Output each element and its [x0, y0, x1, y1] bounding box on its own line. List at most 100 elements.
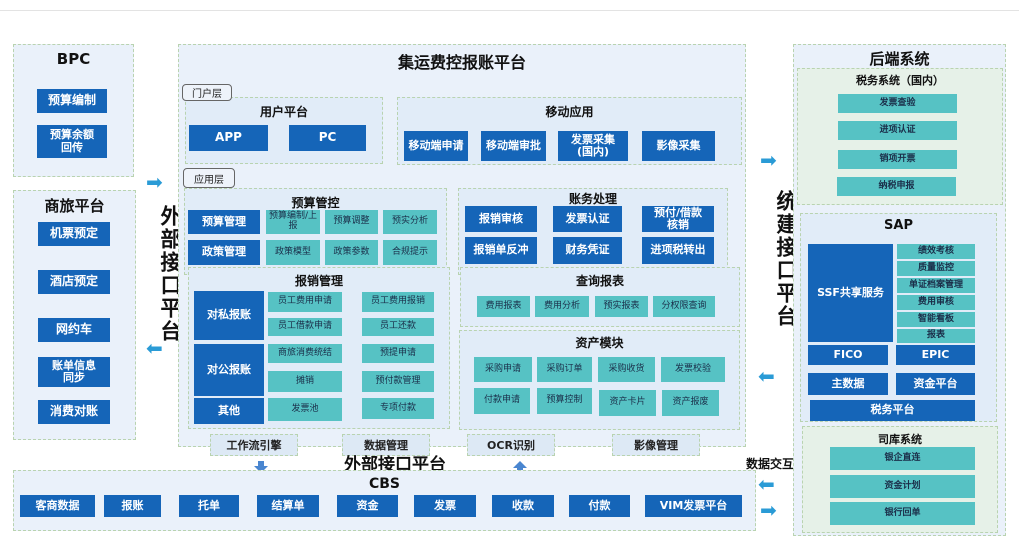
asset-item[interactable]: 预算控制	[537, 388, 592, 414]
cbs-item[interactable]: 资金	[337, 495, 398, 517]
travel-item[interactable]: 账单信息同步	[38, 357, 110, 387]
reimburse-item[interactable]: 商旅消费统结	[268, 344, 342, 363]
treasury-title: 司库系统	[878, 433, 922, 446]
workflow-engine[interactable]: 工作流引擎	[210, 434, 298, 456]
accounting-item[interactable]: 预付/借款核销	[642, 206, 714, 232]
reimburse-item[interactable]: 摊销	[268, 371, 342, 392]
asset-item[interactable]: 资产卡片	[599, 390, 656, 416]
cbs-item[interactable]: 报账	[104, 495, 161, 517]
ocr-recognition[interactable]: OCR识别	[467, 434, 555, 456]
fico-module[interactable]: FICO	[808, 345, 888, 365]
reimburse-group[interactable]: 对私报账	[194, 291, 264, 340]
master-data-module[interactable]: 主数据	[808, 373, 888, 395]
arrow-up-icon	[513, 458, 527, 473]
tax-item[interactable]: 销项开票	[838, 150, 957, 169]
travel-item[interactable]: 网约车	[38, 318, 110, 342]
arrow-right-icon: ➡	[146, 170, 163, 194]
mobile-item[interactable]: 影像采集	[642, 131, 715, 161]
cbs-item[interactable]: 付款	[569, 495, 630, 517]
pc-button[interactable]: PC	[289, 125, 366, 151]
reimburse-item[interactable]: 预付款管理	[362, 371, 434, 392]
cbs-item[interactable]: 结算单	[257, 495, 319, 517]
accounting-item[interactable]: 财务凭证	[553, 237, 622, 264]
ssf-item[interactable]: 智能看板	[897, 312, 975, 327]
tax-item[interactable]: 纳税申报	[837, 177, 956, 196]
asset-title: 资产模块	[575, 336, 624, 350]
app-button[interactable]: APP	[189, 125, 268, 151]
treasury-item[interactable]: 银企直连	[830, 447, 975, 470]
asset-item[interactable]: 采购收货	[598, 357, 655, 382]
ssf-item[interactable]: 质量监控	[897, 261, 975, 276]
data-management[interactable]: 数据管理	[342, 434, 430, 456]
ssf-item[interactable]: 绩效考核	[897, 244, 975, 259]
accounting-item[interactable]: 发票认证	[553, 206, 622, 232]
budget-item[interactable]: 预算编制/上报	[266, 210, 320, 234]
ssf-shared-service[interactable]: SSF共享服务	[808, 244, 893, 342]
asset-item[interactable]: 付款申请	[474, 388, 530, 414]
travel-item[interactable]: 消费对账	[38, 400, 110, 424]
reimburse-group[interactable]: 对公报账	[194, 344, 264, 396]
asset-item[interactable]: 采购申请	[474, 357, 532, 382]
asset-item[interactable]: 发票校验	[661, 357, 725, 382]
arrow-down-icon	[254, 458, 268, 473]
query-item[interactable]: 预实报表	[595, 296, 648, 317]
travel-item[interactable]: 酒店预定	[38, 270, 110, 294]
reimburse-item[interactable]: 员工费用申请	[268, 292, 342, 312]
cbs-item[interactable]: VIM发票平台	[645, 495, 742, 517]
tax-item[interactable]: 进项认证	[838, 121, 957, 140]
bpc-item[interactable]: 预算编制	[37, 89, 107, 113]
portal-layer-label: 门户层	[182, 84, 232, 101]
asset-item[interactable]: 采购订单	[537, 357, 592, 382]
image-management[interactable]: 影像管理	[612, 434, 700, 456]
accounting-item[interactable]: 进项税转出	[642, 237, 714, 264]
cbs-item[interactable]: 收款	[492, 495, 554, 517]
budget-item[interactable]: 政策管理	[188, 240, 260, 265]
bpc-item[interactable]: 预算余额回传	[37, 125, 107, 158]
tax-system-title: 税务系统（国内）	[856, 74, 944, 87]
query-item[interactable]: 分权限查询	[653, 296, 715, 317]
tax-item[interactable]: 发票查验	[838, 94, 957, 113]
reimburse-item[interactable]: 预提申请	[362, 344, 434, 363]
accounting-item[interactable]: 报销单反冲	[465, 237, 537, 264]
cbs-item[interactable]: 客商数据	[20, 495, 95, 517]
fund-platform-module[interactable]: 资金平台	[896, 373, 975, 395]
arrow-left-icon: ⬅	[146, 336, 163, 360]
reimburse-item[interactable]: 员工还款	[362, 318, 434, 336]
budget-item[interactable]: 政策模型	[266, 240, 320, 265]
travel-item[interactable]: 机票预定	[38, 222, 110, 246]
travel-title: 商旅平台	[44, 197, 105, 215]
cbs-item[interactable]: 发票	[414, 495, 476, 517]
reimburse-title: 报销管理	[294, 274, 343, 288]
main-title: 集运费控报账平台	[397, 53, 526, 72]
epic-module[interactable]: EPIC	[896, 345, 975, 365]
tax-platform-module[interactable]: 税务平台	[810, 400, 975, 421]
ssf-item[interactable]: 费用审核	[897, 295, 975, 310]
mobile-item[interactable]: 移动端申请	[404, 131, 468, 161]
budget-item[interactable]: 合规提示	[383, 240, 437, 265]
ssf-item[interactable]: 报表	[897, 329, 975, 343]
asset-item[interactable]: 资产报废	[662, 390, 719, 416]
bpc-title: BPC	[56, 50, 91, 68]
cbs-item[interactable]: 托单	[179, 495, 239, 517]
mobile-item[interactable]: 移动端审批	[481, 131, 546, 161]
accounting-item[interactable]: 报销审核	[465, 206, 537, 232]
reimburse-group[interactable]: 其他	[194, 398, 264, 424]
query-item[interactable]: 费用报表	[477, 296, 530, 317]
budget-item[interactable]: 预算管理	[188, 210, 260, 234]
query-item[interactable]: 费用分析	[535, 296, 589, 317]
user-platform-title: 用户平台	[259, 105, 308, 119]
reimburse-item[interactable]: 发票池	[268, 398, 342, 421]
treasury-item[interactable]: 资金计划	[830, 475, 975, 498]
treasury-item[interactable]: 银行回单	[830, 502, 975, 525]
query-title: 查询报表	[575, 274, 624, 288]
budget-item[interactable]: 预算调整	[325, 210, 378, 234]
reimburse-item[interactable]: 员工费用报销	[362, 292, 434, 312]
mobile-title: 移动应用	[545, 105, 594, 119]
mobile-item[interactable]: 发票采集(国内)	[558, 131, 628, 161]
ssf-item[interactable]: 单证档案管理	[897, 278, 975, 293]
divider	[0, 10, 1019, 11]
budget-item[interactable]: 政策参数	[325, 240, 378, 265]
reimburse-item[interactable]: 员工借款申请	[268, 318, 342, 336]
budget-item[interactable]: 预实分析	[383, 210, 437, 234]
reimburse-item[interactable]: 专项付款	[362, 398, 434, 419]
